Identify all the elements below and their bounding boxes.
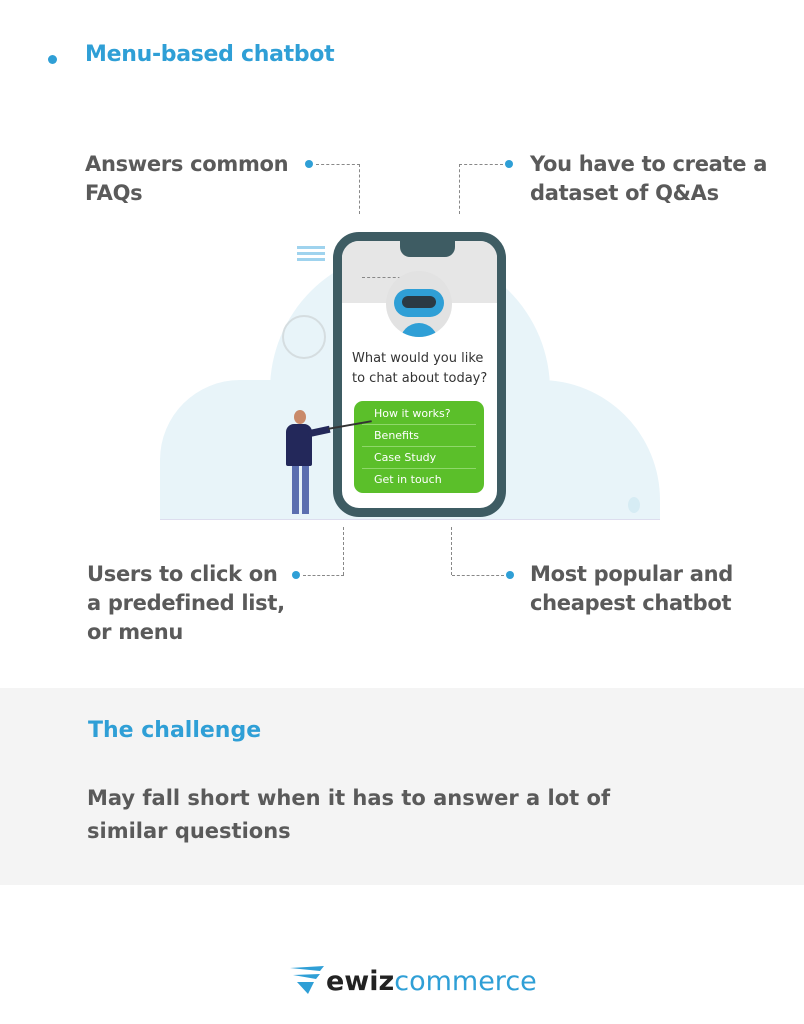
robot-body <box>400 323 438 337</box>
menu-item-get-in-touch[interactable]: Get in touch <box>374 473 442 486</box>
ewizcommerce-logo: ewiz commerce <box>290 963 537 999</box>
feature-top-left: Answers common FAQs <box>85 152 289 205</box>
connector-line <box>343 527 344 575</box>
menu-item-benefits[interactable]: Benefits <box>362 425 476 447</box>
connector-line <box>459 164 460 214</box>
phone-mockup: What would you like to chat about today?… <box>333 232 506 517</box>
menu-item-case-study[interactable]: Case Study <box>362 447 476 469</box>
connector-dot <box>506 571 514 579</box>
connector-line <box>451 527 452 575</box>
gear-icon <box>282 315 326 359</box>
page-title: Menu-based chatbot <box>85 42 335 67</box>
connector-dot <box>292 571 300 579</box>
menu-item-how-it-works[interactable]: How it works? <box>362 403 476 425</box>
logo-wing-icon <box>290 966 324 994</box>
person-illustration <box>282 410 382 520</box>
feature-bottom-left: Users to click on a predefined list, or … <box>87 562 285 644</box>
decor-dot <box>628 497 640 513</box>
robot-avatar <box>386 271 452 337</box>
robot-visor <box>402 296 436 308</box>
feature-top-right: You have to create a dataset of Q&As <box>530 152 768 205</box>
feature-bottom-right: Most popular and cheapest chatbot <box>530 562 734 615</box>
chat-menu: How it works? Benefits Case Study Get in… <box>354 401 484 493</box>
chat-question: What would you like to chat about today? <box>352 351 488 386</box>
challenge-panel <box>0 688 804 885</box>
challenge-title: The challenge <box>88 718 262 743</box>
phone-notch <box>400 241 455 257</box>
connector-dot <box>505 160 513 168</box>
connector-line <box>303 575 344 576</box>
screen-dash <box>362 277 406 278</box>
connector-line <box>459 164 503 165</box>
connector-line <box>359 164 360 214</box>
lines-icon <box>297 246 325 249</box>
connector-line <box>316 164 360 165</box>
ground-line <box>160 519 660 520</box>
connector-dot <box>305 160 313 168</box>
logo-text-commerce: commerce <box>394 965 537 997</box>
challenge-text: May fall short when it has to answer a l… <box>87 786 611 843</box>
title-bullet <box>48 55 57 64</box>
logo-text-ewiz: ewiz <box>326 965 395 997</box>
connector-line <box>452 575 504 576</box>
